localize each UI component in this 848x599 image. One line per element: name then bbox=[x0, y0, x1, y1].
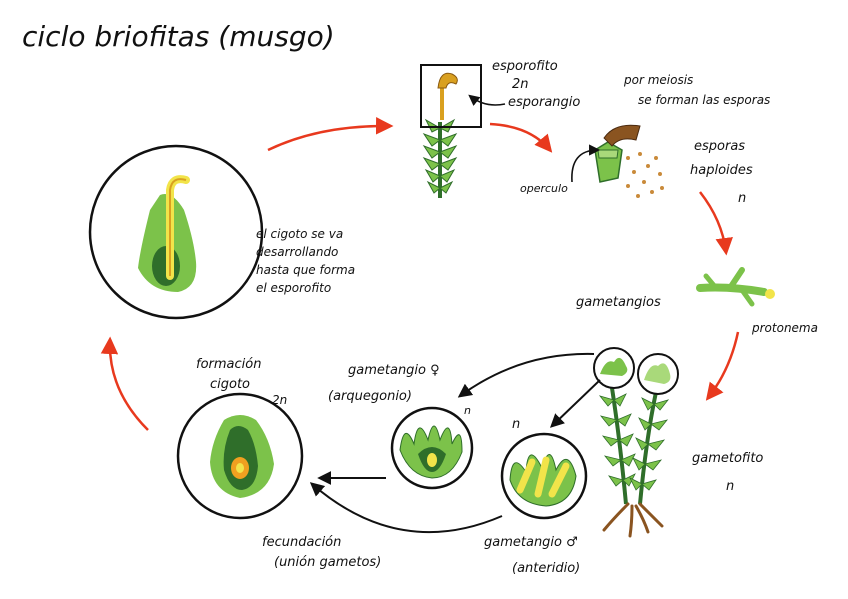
label-cigoto-desc-4: el esporofito bbox=[256, 281, 331, 295]
cycle-arrow-cigoto-to-esporofito bbox=[268, 126, 390, 150]
label-esporangio: esporangio bbox=[508, 95, 580, 110]
sporophyte-illustration bbox=[424, 73, 457, 198]
label-cigoto-desc-2: desarrollando bbox=[256, 245, 338, 259]
protonema-illustration bbox=[700, 270, 775, 304]
label-ploidy-n-gam: n bbox=[726, 479, 734, 494]
label-gametangio-masc: gametangio ♂ bbox=[484, 535, 578, 550]
diagram-title: ciclo briofitas (musgo) bbox=[22, 20, 335, 53]
label-anteridio: (anteridio) bbox=[512, 561, 580, 576]
label-cigoto-desc-1: el cigoto se va bbox=[256, 227, 343, 241]
label-fecundacion-1: fecundación bbox=[262, 535, 341, 550]
label-operculo: operculo bbox=[520, 182, 568, 195]
label-fecundacion-2: (unión gametos) bbox=[274, 555, 381, 570]
label-formacion-1: formación bbox=[196, 357, 261, 372]
label-arquegonio: (arquegonio) bbox=[328, 389, 412, 404]
arrow-gametangios-to-arquegonio bbox=[460, 354, 594, 396]
esporangio-pointer bbox=[470, 96, 505, 105]
arrow-anteridio-to-cigoto bbox=[312, 484, 502, 532]
operculo-pointer bbox=[572, 150, 598, 182]
label-formacion-2: cigoto bbox=[210, 377, 250, 392]
label-gametangio-fem: gametangio ♀ bbox=[348, 363, 440, 378]
label-gametofito: gametofito bbox=[692, 451, 763, 466]
cycle-arrow-protonema-to-gametofito bbox=[708, 332, 738, 398]
label-ploidy-n-esporas: n bbox=[738, 191, 746, 206]
label-protonema: protonema bbox=[751, 321, 818, 335]
capsule-releasing-spores bbox=[595, 125, 664, 198]
label-meiosis-2: se forman las esporas bbox=[638, 93, 770, 107]
label-meiosis-1: por meiosis bbox=[623, 73, 693, 87]
cycle-arrow-esporofito-to-capsule bbox=[490, 124, 550, 150]
cycle-arrow-esporas-to-protonema bbox=[700, 192, 726, 252]
label-gametangios: gametangios bbox=[576, 295, 661, 310]
label-ploidy-n-arq: n bbox=[464, 404, 471, 417]
label-esporofito: esporofito bbox=[492, 59, 558, 74]
label-ploidy-2n-top: 2n bbox=[512, 77, 529, 92]
label-esporas-1: esporas bbox=[694, 139, 745, 154]
label-ploidy-2n-cigoto: 2n bbox=[272, 393, 287, 407]
arrow-gametangios-to-anteridio bbox=[552, 380, 600, 426]
gametophyte-illustration bbox=[594, 348, 678, 536]
cycle-arrow-formacion-to-cigoto bbox=[110, 340, 148, 430]
label-esporas-2: haploides bbox=[690, 163, 753, 178]
label-ploidy-n-ant: n bbox=[512, 417, 520, 432]
label-cigoto-desc-3: hasta que forma bbox=[256, 263, 355, 277]
